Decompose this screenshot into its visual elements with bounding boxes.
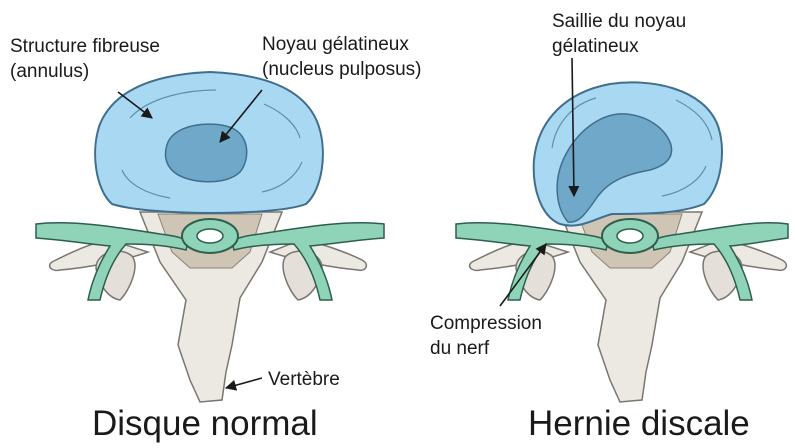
spinal-cord-core-left (197, 229, 223, 243)
label-vertebra: Vertèbre (268, 368, 340, 391)
caption-normal-disc: Disque normal (92, 404, 318, 444)
label-compression-line2: du nerf (430, 337, 489, 360)
label-nucleus-line2: (nucleus pulposus) (262, 58, 421, 81)
normal-disc-illustration (36, 72, 384, 402)
caption-herniated-disc: Hernie discale (528, 404, 750, 444)
herniated-disc-illustration (456, 58, 788, 402)
arrow-vertebra (226, 378, 262, 388)
label-annulus-line1: Structure fibreuse (10, 35, 160, 58)
label-annulus-line2: (annulus) (10, 60, 89, 83)
label-nucleus-line1: Noyau gélatineux (262, 33, 409, 56)
label-protrusion-line2: gélatineux (552, 35, 639, 58)
label-protrusion-line1: Saillie du noyau (552, 10, 686, 33)
spinal-cord-core-right (617, 229, 643, 243)
label-compression-line1: Compression (430, 312, 542, 335)
nucleus-pulposus (166, 124, 247, 182)
